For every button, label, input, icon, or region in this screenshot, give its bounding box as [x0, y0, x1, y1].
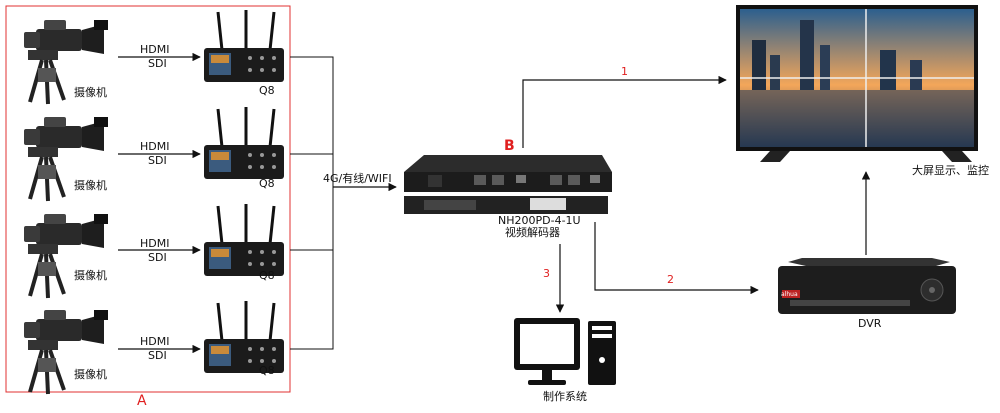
camera-icon	[24, 20, 108, 105]
camera-label: 摄像机	[74, 368, 107, 381]
group-a-border	[5, 5, 291, 393]
path-number-2: 2	[667, 273, 674, 286]
display-label: 大屏显示、监控	[912, 164, 989, 177]
camera-label: 摄像机	[74, 86, 107, 99]
encoder-label: Q8	[259, 84, 275, 97]
camera-label: 摄像机	[74, 269, 107, 282]
path-number-3: 3	[543, 267, 550, 280]
dvr-label: DVR	[858, 317, 882, 330]
signal-label-hdmi: HDMI	[140, 140, 170, 153]
group-a-label: A	[137, 393, 147, 409]
arrow-path-2	[594, 222, 759, 295]
network-label: 4G/有线/WIFI	[323, 172, 392, 185]
path-number-1: 1	[621, 65, 628, 78]
camera-label: 摄像机	[74, 179, 107, 192]
workstation-label: 制作系统	[543, 390, 587, 403]
decoder-model: NH200PD-4-1U	[498, 214, 581, 227]
encoder-label: Q8	[259, 364, 275, 377]
signal-label-hdmi: HDMI	[140, 335, 170, 348]
signal-label-sdi: SDI	[148, 154, 167, 167]
signal-label-sdi: SDI	[148, 349, 167, 362]
signal-label-hdmi: HDMI	[140, 237, 170, 250]
encoder-q8-icon	[204, 10, 284, 82]
decoder-name: 视频解码器	[505, 226, 560, 239]
arrow-path-1	[522, 75, 727, 148]
signal-label-hdmi: HDMI	[140, 43, 170, 56]
signal-label-sdi: SDI	[148, 251, 167, 264]
signal-label-sdi: SDI	[148, 57, 167, 70]
dvr-brand: alhua	[781, 291, 798, 298]
encoder-label: Q8	[259, 269, 275, 282]
decoder-badge: B	[504, 138, 515, 154]
encoder-label: Q8	[259, 177, 275, 190]
